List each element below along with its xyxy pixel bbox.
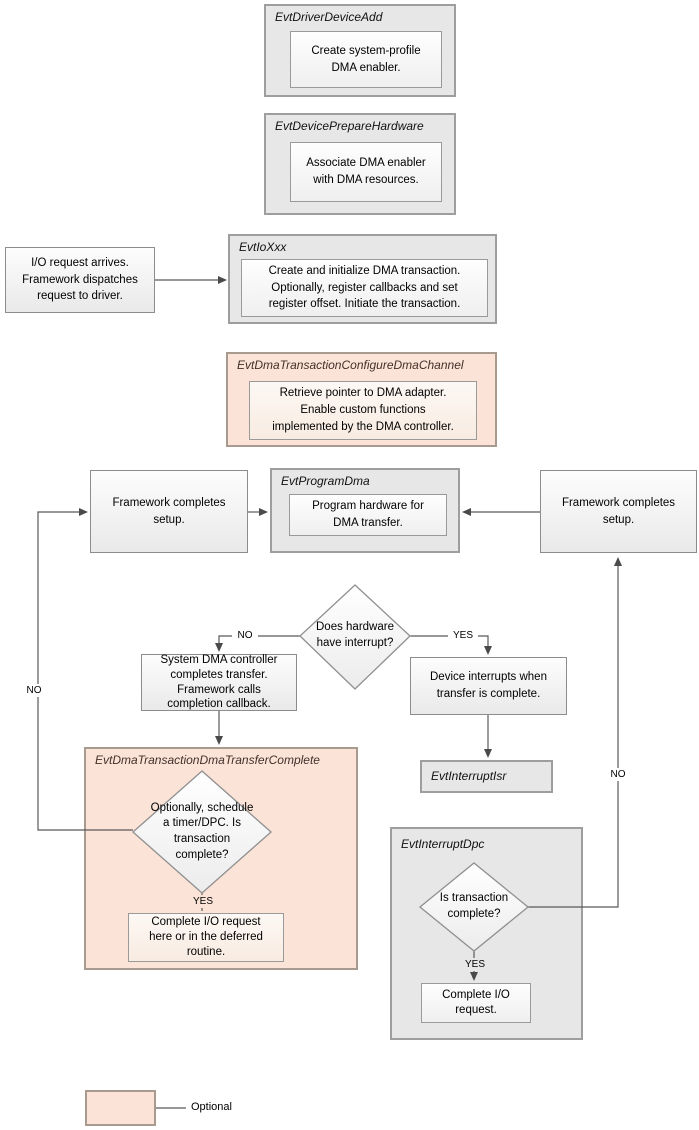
node-title: EvtIoXxx	[239, 240, 287, 254]
arrowhead	[215, 736, 223, 745]
legend-optional-label: Optional	[191, 1101, 232, 1113]
arrowhead	[79, 508, 88, 516]
edge-label-yes: YES	[460, 958, 490, 971]
edge-label-no: NO	[605, 768, 631, 781]
decision-is-transaction-complete-text: Is transaction complete?	[439, 892, 509, 920]
node-body: Program hardware for DMA transfer.	[289, 494, 447, 536]
node-action: Complete I/O request here or in the defe…	[128, 913, 284, 962]
edge-label-yes: YES	[448, 629, 478, 642]
arrowhead	[215, 643, 223, 652]
node-evt-driver-device-add: EvtDriverDeviceAdd Create system-profile…	[264, 4, 456, 97]
arrowhead	[462, 508, 471, 516]
node-action: Complete I/O request.	[421, 983, 531, 1023]
node-title: EvtDriverDeviceAdd	[275, 10, 383, 24]
node-framework-completes-setup-left: Framework completes setup.	[90, 470, 248, 553]
edge-label-no: NO	[21, 684, 47, 697]
arrowhead	[614, 557, 622, 566]
arrowhead	[259, 508, 268, 516]
node-evt-io-xxx: EvtIoXxx Create and initialize DMA trans…	[228, 234, 497, 324]
node-evt-interrupt-dpc: EvtInterruptDpc Complete I/O request.	[390, 827, 583, 1040]
node-evt-program-dma: EvtProgramDma Program hardware for DMA t…	[270, 468, 460, 553]
node-body: Create and initialize DMA transaction. O…	[241, 259, 488, 317]
node-title: EvtDevicePrepareHardware	[275, 119, 424, 133]
node-title: EvtInterruptIsr	[431, 769, 507, 783]
node-evt-interrupt-isr: EvtInterruptIsr	[420, 760, 553, 793]
node-title: EvtInterruptDpc	[401, 837, 485, 851]
node-body: Associate DMA enabler with DMA resources…	[290, 142, 442, 202]
edge-label-yes: YES	[188, 895, 218, 908]
node-evt-device-prepare-hardware: EvtDevicePrepareHardware Associate DMA e…	[264, 113, 456, 215]
node-body: Create system-profile DMA enabler.	[290, 31, 442, 88]
edge-label-no: NO	[232, 629, 258, 642]
arrowhead	[484, 646, 492, 655]
node-evt-dma-transaction-configure-dma-channel: EvtDmaTransactionConfigureDmaChannel Ret…	[226, 352, 497, 447]
decision-optionally-schedule-timer-text: Optionally, schedule a timer/DPC. Is tra…	[150, 801, 254, 861]
node-framework-completes-setup-right: Framework completes setup.	[540, 470, 697, 553]
decision-does-hardware-have-interrupt-text: Does hardware have interrupt?	[316, 621, 394, 649]
arrowhead	[484, 749, 492, 758]
node-title: EvtProgramDma	[281, 474, 370, 488]
node-device-interrupts: Device interrupts when transfer is compl…	[410, 657, 567, 715]
node-io-request-arrives: I/O request arrives. Framework dispatche…	[5, 247, 155, 313]
legend-optional-swatch	[85, 1090, 156, 1126]
arrowhead	[218, 276, 227, 284]
node-title: EvtDmaTransactionConfigureDmaChannel	[237, 358, 464, 372]
node-system-dma-completes: System DMA controller completes transfer…	[141, 654, 297, 711]
node-title: EvtDmaTransactionDmaTransferComplete	[95, 753, 320, 767]
node-body: Retrieve pointer to DMA adapter. Enable …	[249, 381, 477, 440]
